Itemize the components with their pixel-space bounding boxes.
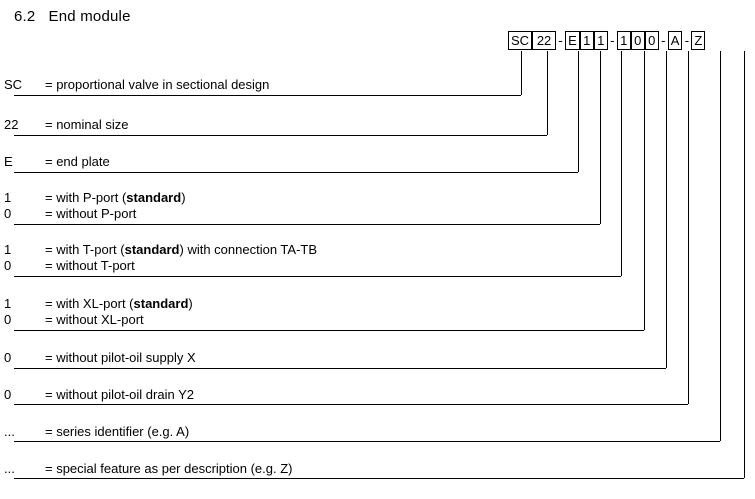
legend-description: = special feature as per description (e.… xyxy=(45,461,293,476)
legend-code: 1 xyxy=(4,190,12,205)
page-title: 6.2 End module xyxy=(14,8,131,25)
type-code-box[interactable]: SC xyxy=(508,31,533,50)
legend-code: 0 xyxy=(4,312,12,327)
leader-line xyxy=(600,51,601,224)
leader-line xyxy=(644,51,645,330)
legend-code: E xyxy=(4,154,13,169)
legend-code: 0 xyxy=(4,387,12,402)
type-code-separator: - xyxy=(610,33,615,48)
legend-description: = nominal size xyxy=(45,117,129,132)
leader-line xyxy=(578,51,579,172)
legend-rule xyxy=(14,135,547,136)
leader-line xyxy=(521,51,522,95)
legend-code: 0 xyxy=(4,350,12,365)
legend-description: = end plate xyxy=(45,154,110,169)
type-code-box[interactable]: E xyxy=(565,31,580,50)
legend-description: = without pilot-oil drain Y2 xyxy=(45,387,194,402)
legend-rule xyxy=(14,224,600,225)
legend-rule xyxy=(14,276,621,277)
legend-description: = with T-port (standard) with connection… xyxy=(45,242,318,257)
leader-line xyxy=(744,51,745,478)
legend-code: ... xyxy=(4,424,15,439)
legend-rule xyxy=(14,478,744,479)
type-code-box[interactable]: 22 xyxy=(532,31,557,50)
legend-code: SC xyxy=(4,77,23,92)
type-code-separator: - xyxy=(661,33,666,48)
legend-description: = without XL-port xyxy=(45,312,144,327)
leader-line xyxy=(666,51,667,368)
type-code-box[interactable]: 0 xyxy=(644,31,659,50)
leader-line xyxy=(720,51,721,441)
legend-code: ... xyxy=(4,461,15,476)
leader-line xyxy=(621,51,622,276)
legend-rule xyxy=(14,368,666,369)
type-code-box[interactable]: Z xyxy=(691,31,706,50)
leader-line xyxy=(688,51,689,404)
leader-line xyxy=(547,51,548,135)
legend-rule xyxy=(14,330,644,331)
legend-description: = without pilot-oil supply X xyxy=(45,350,196,365)
legend-rule xyxy=(14,172,578,173)
legend-rule xyxy=(14,441,720,442)
type-code-box[interactable]: 1 xyxy=(593,31,608,50)
legend-description: = series identifier (e.g. A) xyxy=(45,424,190,439)
legend-description: = with XL-port (standard) xyxy=(45,296,193,311)
type-code-separator: - xyxy=(558,33,563,48)
legend-description: = without P-port xyxy=(45,206,137,221)
legend-code: 0 xyxy=(4,258,12,273)
legend-code: 1 xyxy=(4,296,12,311)
type-code-box[interactable]: A xyxy=(667,31,683,50)
type-code-box[interactable]: 1 xyxy=(616,31,631,50)
legend-rule xyxy=(14,95,521,96)
legend-code: 1 xyxy=(4,242,12,257)
type-code-separator: - xyxy=(684,33,690,48)
legend-code: 22 xyxy=(4,117,19,132)
legend-description: = proportional valve in sectional design xyxy=(45,77,270,92)
type-code-box[interactable]: 0 xyxy=(630,31,645,50)
legend-rule xyxy=(14,404,688,405)
legend-description: = without T-port xyxy=(45,258,135,273)
legend-code: 0 xyxy=(4,206,12,221)
legend-description: = with P-port (standard) xyxy=(45,190,186,205)
type-code-box[interactable]: 1 xyxy=(579,31,594,50)
